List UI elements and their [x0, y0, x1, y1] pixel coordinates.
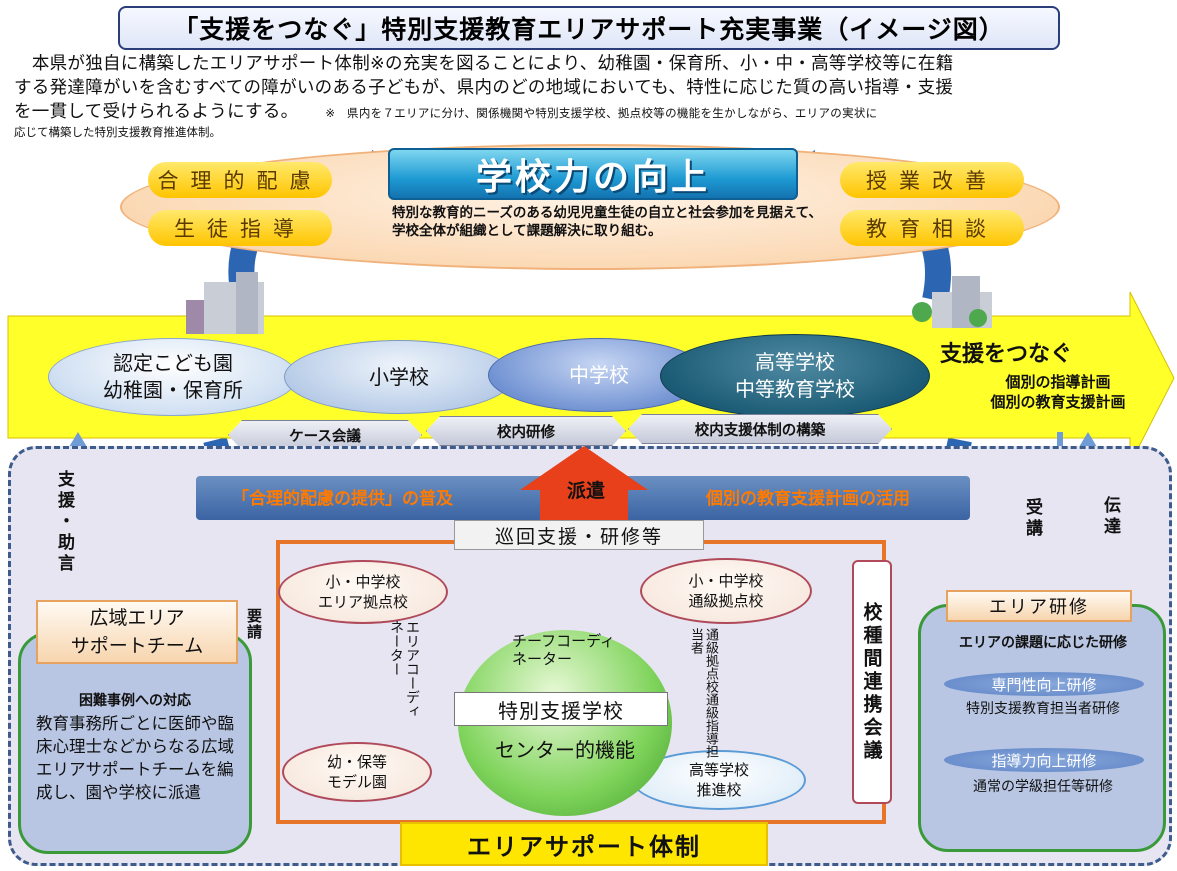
difficult-case-title: 困難事例への対応 — [79, 693, 191, 709]
area-training-title: エリア研修 — [946, 590, 1132, 622]
plan-guidance: 個別の指導計画 — [1005, 373, 1111, 391]
model-en-line2: モデル園 — [326, 773, 387, 791]
model-en-line1: 幼・保等 — [326, 753, 387, 771]
oval-high-school-line2: 中等教育学校 — [735, 377, 855, 401]
bar-reasonable-accommodation: 「合理的配慮の提供」の普及 — [232, 489, 453, 509]
center-function-label: センター的機能 — [495, 738, 635, 762]
pill-student-guidance: 生徒指導 — [148, 210, 332, 246]
bar-support-plan: 個別の教育支援計画の活用 — [706, 489, 910, 509]
intro-note-1: ※ 県内を７エリアに分け、関係機関や特別支援学校、拠点校等の機能を生かしながら、… — [325, 106, 878, 120]
area-hub-line2: エリア拠点校 — [317, 593, 408, 611]
intro-line-1: 本県が独自に構築したエリアサポート体制※の充実を図ることにより、幼稚園・保育所、… — [31, 54, 954, 74]
building-icon-right — [912, 276, 992, 328]
node-tsukyu-hub-school: 小・中学校通級拠点校 — [640, 558, 812, 624]
area-support-system-label: エリアサポート体制 — [400, 822, 768, 866]
area-coordinator-label: エリアコーディネーター — [388, 620, 420, 718]
area-training-panel — [918, 604, 1166, 852]
area-training-subtitle: エリアの課題に応じた研修 — [959, 635, 1127, 651]
node-model-kindergarten: 幼・保等モデル園 — [282, 742, 432, 802]
attend-label: 受講 — [1022, 498, 1042, 540]
tag-case-meeting: ケース会議 — [228, 420, 422, 450]
koukou-line2: 推進校 — [696, 781, 742, 799]
tsukyu-hub-line2: 通級拠点校 — [688, 592, 764, 610]
training-leadership: 指導力向上研修 — [944, 748, 1144, 772]
school-power-description: 特別な教育的ニーズのある幼児児童生徒の自立と社会参加を見据えて、学校全体が組織と… — [392, 205, 822, 239]
oval-elementary-label: 小学校 — [369, 364, 429, 389]
request-label: 要請 — [245, 608, 263, 640]
difficult-case-body: 教育事務所ごとに医師や臨床心理士などからなる広域エリアサポートチームを編成し、園… — [36, 714, 234, 802]
wide-area-team-line2: サポートチーム — [70, 635, 204, 657]
page-title: 「支援をつなぐ」特別支援教育エリアサポート充実事業（イメージ図） — [118, 6, 1060, 50]
tag-support-system: 校内支援体制の構築 — [628, 414, 892, 444]
tag-internal-training: 校内研修 — [426, 416, 626, 446]
plans-list: 個別の指導計画 個別の教育支援計画 — [958, 372, 1158, 412]
oval-junior-high-label: 中学校 — [569, 362, 629, 387]
wide-area-team-box: 広域エリアサポートチーム — [36, 600, 238, 664]
itinerant-support-label: 巡回支援・研修等 — [454, 520, 704, 550]
intro-line-2: する発達障がいを含むすべての障がいのある子どもが、県内のどの地域においても、特性… — [14, 78, 954, 98]
inter-school-meeting: 校種間連携会議 — [852, 560, 892, 804]
intro-text: 本県が独自に構築したエリアサポート体制※の充実を図ることにより、幼稚園・保育所、… — [14, 52, 1174, 125]
support-advice-label: 支援・助言 — [54, 470, 74, 575]
tsukyu-hub-line1: 小・中学校 — [688, 572, 764, 590]
wide-area-team-line1: 広域エリア — [89, 607, 185, 629]
oval-elementary: 小学校 — [284, 340, 514, 414]
pill-reasonable-accommodation: 合理的配慮 — [148, 162, 332, 198]
connect-support-title: 支援をつなぐ — [940, 342, 1073, 367]
building-icon-left — [186, 272, 264, 334]
intro-note-2: 応じて構築した特別支援教育推進体制。 — [14, 125, 221, 139]
oval-high-school: 高等学校中等教育学校 — [660, 334, 930, 418]
training-expertise-target: 特別支援教育担当者研修 — [966, 701, 1120, 717]
special-school-box: 特別支援学校 — [454, 692, 668, 726]
koukou-line1: 高等学校 — [688, 761, 749, 779]
tsukyu-teacher-label: 通級拠点校通級指導担当者 — [688, 628, 718, 758]
plan-support: 個別の教育支援計画 — [990, 393, 1126, 411]
dispatch-label: 派遣 — [566, 480, 605, 502]
transmit-label: 伝達 — [1100, 496, 1120, 538]
chief-coordinator-label: チーフコーディネーター — [512, 632, 616, 668]
training-expertise: 専門性向上研修 — [944, 672, 1144, 696]
wide-area-panel — [18, 632, 252, 854]
node-area-hub-school: 小・中学校エリア拠点校 — [278, 560, 448, 624]
intro-line-3: を一貫して受けられるようにする。 — [14, 102, 290, 122]
training-leadership-target: 通常の学級担任等研修 — [973, 779, 1113, 795]
pill-education-consultation: 教育相談 — [840, 210, 1024, 246]
oval-kindergarten-line1: 認定こども園 — [113, 351, 233, 375]
pill-lesson-improvement: 授業改善 — [840, 162, 1024, 198]
oval-kindergarten-line2: 幼稚園・保育所 — [103, 378, 243, 402]
area-hub-line1: 小・中学校 — [325, 573, 401, 591]
oval-high-school-line1: 高等学校 — [755, 350, 835, 374]
school-power-heading: 学校力の向上 — [388, 148, 798, 200]
oval-kindergarten: 認定こども園幼稚園・保育所 — [48, 338, 298, 416]
